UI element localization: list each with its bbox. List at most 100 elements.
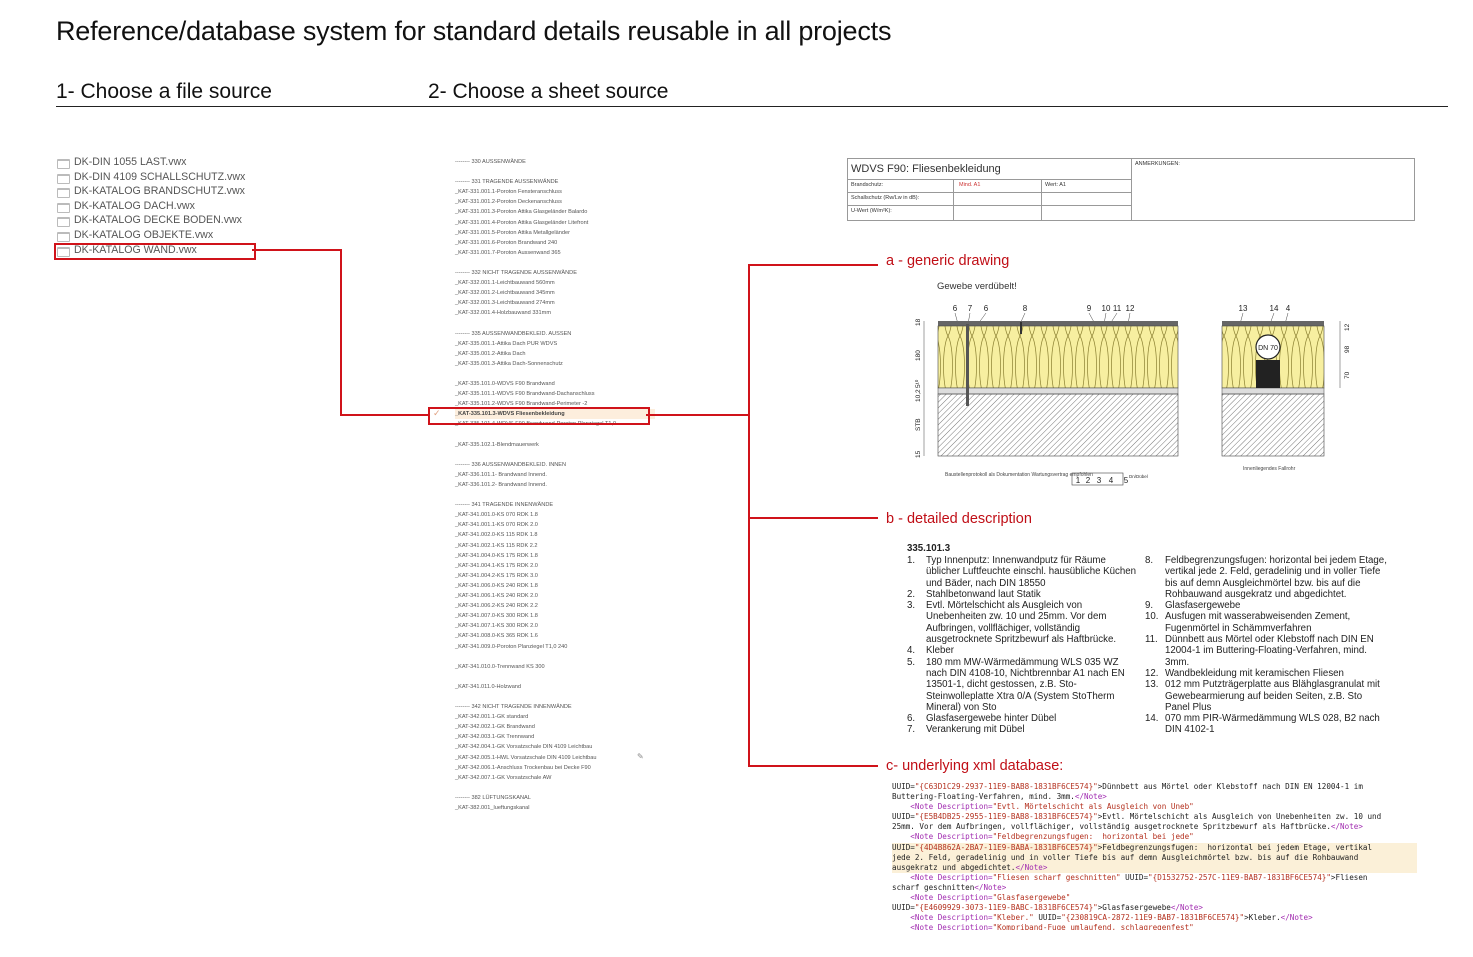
item-text: Feldbegrenzungsfugen: horizontal bei jed…	[1165, 555, 1387, 600]
sheet-item[interactable]: _KAT-341.011.0-Holzwand	[455, 683, 522, 690]
item-text: Typ Innenputz: Innenwandputz für Räume ü…	[926, 555, 1137, 589]
sheet-item[interactable]: _KAT-341.004.0-KS 175 RDK 1.8	[455, 552, 538, 559]
xml-token: >Glasfasergewebe	[1097, 903, 1171, 913]
sheet-item[interactable]: _KAT-332.001.2-Leichtbauwand 345mm	[455, 290, 555, 297]
sheet-item[interactable]: _KAT-341.007.1-KS 300 RDK 2.0	[455, 623, 538, 630]
sheet-item[interactable]: _KAT-341.001.1-KS 070 RDK 2.0	[455, 522, 538, 529]
xml-line: UUID="{C63D1C29-2937-11E9-BAB8-1831BF6CE…	[892, 782, 1417, 792]
sheet-item[interactable]: _KAT-342.006.1-Anschluss Trockenbau bei …	[455, 764, 591, 771]
file-item[interactable]: DK-KATALOG WAND.vwx	[57, 243, 287, 258]
sheet-item[interactable]: _KAT-341.007.0-KS 300 RDK 1.8	[455, 613, 538, 620]
sheet-group-header: -------- 342 NICHT TRAGENDE INNENWÄNDE	[455, 704, 572, 711]
label-xml-database: c- underlying xml database:	[886, 758, 1064, 774]
fire-protection-label: Brandschutz:	[848, 180, 954, 193]
file-name: DK-KATALOG WAND.vwx	[74, 243, 197, 256]
item-number: 6.	[907, 713, 916, 725]
sheet-item[interactable]: _KAT-342.003.1-GK Trennwand	[455, 734, 535, 741]
sheet-item[interactable]: _KAT-335.001.2-Attika Dach	[455, 350, 526, 357]
dimension-label: 15	[915, 450, 922, 458]
sheet-item[interactable]: _KAT-341.004.1-KS 175 RDK 2.0	[455, 562, 538, 569]
description-column: 8. Feldbegrenzungsfugen: horizontal bei j…	[1145, 555, 1387, 736]
sheet-item[interactable]: _KAT-342.007.1-GK Vorsatzschale AW	[455, 774, 552, 781]
callout-number: 6	[953, 304, 958, 313]
item-text: Kleber	[926, 645, 955, 657]
item-text: Dünnbett aus Mörtel oder Klebstoff nach …	[1165, 634, 1374, 668]
sheet-item[interactable]: _KAT-331.001.4-Poroton Attika Glasgeländ…	[455, 219, 589, 226]
xml-line: UUID="{4D4B862A-2BA7-11E9-BABA-1831BF6CE…	[892, 842, 1417, 853]
sheet-item[interactable]: _KAT-342.001.1-GK standard	[455, 714, 529, 721]
callout-number: 11	[1113, 304, 1122, 313]
sheet-item[interactable]: _KAT-336.101.1- Brandwand Innend.	[455, 471, 547, 478]
file-item[interactable]: DK-KATALOG OBJEKTE.vwx	[57, 228, 287, 243]
u-value-cell	[954, 206, 1042, 220]
sheet-item[interactable]: _KAT-335.102.1-Blendmauerwerk	[455, 441, 539, 448]
file-item[interactable]: DK-KATALOG BRANDSCHUTZ.vwx	[57, 184, 287, 199]
sheet-item[interactable]: _KAT-332.001.4-Holzbauwand 331mm	[455, 310, 551, 317]
sheet-item[interactable]: _KAT-331.001.5-Poroton Attika Metallgelä…	[455, 229, 570, 236]
sheet-item[interactable]: _KAT-342.002.1-GK Brandwand	[455, 724, 535, 731]
xml-token: jede 2. Feld, geradelinig und in voller …	[892, 852, 1359, 862]
xml-token: UUID=	[892, 903, 915, 913]
file-item[interactable]: DK-DIN 1055 LAST.vwx	[57, 155, 287, 170]
description-item: 13.012 mm Putzträgerplatte aus Blähglasg…	[1145, 679, 1387, 713]
sheet-group-header: -------- 335 AUSSENWANDBEKLEID. AUSSEN	[455, 330, 572, 337]
sheet-item[interactable]: _KAT-341.002.1-KS 115 RDK 2.2	[455, 542, 538, 549]
sheet-item[interactable]: _KAT-332.001.1-Leichtbauwand 560mm	[455, 280, 555, 287]
xml-token: <Note Description=	[910, 893, 993, 903]
folder-icon	[57, 202, 70, 213]
pipe-icon	[1255, 334, 1281, 360]
sheet-item[interactable]: _KAT-336.101.2- Brandwand Innend.	[455, 482, 547, 488]
sheet-item[interactable]: _KAT-331.001.1-Poroton Fensteranschluss	[455, 189, 562, 196]
sheet-item[interactable]: _KAT-341.001.0-KS 070 RDK 1.8	[455, 512, 538, 519]
xml-token: </Note>	[1330, 822, 1363, 832]
divider	[56, 106, 1448, 107]
sheet-item[interactable]: _KAT-341.002.0-KS 115 RDK 1.8	[455, 532, 538, 539]
file-name: DK-DIN 4109 SCHALLSCHUTZ.vwx	[74, 170, 246, 183]
xml-line: <Note Description="Evtl. Mörtelschicht a…	[892, 802, 1417, 812]
sheet-item[interactable]: _KAT-331.001.3-Poroton Attika Glasgeländ…	[455, 209, 588, 216]
file-name: DK-KATALOG DECKE BODEN.vwx	[74, 214, 242, 227]
description-item: 11. Dünnbett aus Mörtel oder Klebstoff na…	[1145, 634, 1387, 668]
sheet-item[interactable]: _KAT-335.101.0-WDVS F90 Brandwand	[455, 381, 555, 388]
file-item[interactable]: DK-KATALOG DACH.vwx	[57, 199, 287, 214]
xml-line: jede 2. Feld, geradelinig und in voller …	[892, 852, 1417, 863]
sheet-item[interactable]: _KAT-342.004.1-GK Vorsatzschale DIN 4109…	[455, 744, 593, 751]
sheet-item[interactable]: _KAT-332.001.3-Leichtbauwand 274mm	[455, 300, 555, 307]
selected-sheet-highlight	[428, 407, 650, 425]
sheet-item[interactable]: _KAT-335.001.3-Attika Dach-Sonnenschutz	[455, 360, 563, 367]
sheet-item[interactable]: _KAT-335.001.1-Attika Dach PUR WDVS	[455, 340, 558, 347]
sheet-item[interactable]: _KAT-341.006.1-KS 240 RDK 2.0	[455, 593, 538, 600]
sheet-item[interactable]: _KAT-331.001.2-Poroton Deckenanschluss	[455, 199, 562, 206]
sheet-item[interactable]: _KAT-341.010.0-Trennwand KS 300	[455, 663, 545, 670]
sheet-item[interactable]: _KAT-382.001_lueftungskanal	[455, 805, 530, 811]
file-item[interactable]: DK-DIN 4109 SCHALLSCHUTZ.vwx	[57, 170, 287, 185]
xml-line: <Note Description="Glasfasergewebe"	[892, 893, 1417, 903]
xml-line: scharf geschnitten</Note>	[892, 883, 1417, 893]
sheet-item[interactable]: _KAT-341.008.0-KS 365 RDK 1.6	[455, 633, 538, 640]
sheet-item[interactable]: _KAT-341.006.2-KS 240 RDK 2.2	[455, 603, 538, 610]
sheet-group-header: -------- 331 TRAGENDE AUSSENWÄNDE	[455, 179, 559, 186]
xml-token: >Feldbegrenzungsfugen: horizontal bei je…	[1097, 842, 1373, 852]
sheet-item[interactable]: _KAT-335.101.2-WDVS F90 Brandwand-Perime…	[455, 401, 588, 408]
sheet-item[interactable]: _KAT-331.001.7-Poroton Aussenwand 365	[455, 249, 561, 256]
sheet-item[interactable]: _KAT-331.001.6-Poroton Brandwand 240	[455, 239, 558, 246]
callout-number: 8	[1023, 304, 1028, 313]
sound-protection-label: Schallschutz (Rw/Lw in dB):	[848, 193, 954, 206]
item-number: 11.	[1145, 634, 1158, 646]
sheet-item[interactable]: _KAT-335.101.3-WDVS Fliesenbekleidung	[455, 409, 655, 420]
sheet-item[interactable]: _KAT-335.101.1-WDVS F90 Brandwand-Dachan…	[455, 391, 595, 398]
title-block-title: WDVS F90: Fliesenbekleidung	[848, 159, 1132, 180]
sheet-item[interactable]: _KAT-341.006.0-KS 240 RDK 1.8	[455, 582, 538, 589]
xml-token: </Note>	[1170, 903, 1203, 913]
sheet-item[interactable]: _KAT-341.009.0-Poroton Planziegel T1,0 2…	[455, 643, 568, 650]
file-item[interactable]: DK-KATALOG DECKE BODEN.vwx	[57, 213, 287, 228]
xml-token: 25mm. Vor dem Aufbringen, vollflächiger,…	[892, 822, 1331, 832]
xml-token: <Note Description=	[910, 923, 993, 930]
sheet-item[interactable]: _KAT-342.005.1-HWL Vorsatzschale DIN 410…	[455, 754, 597, 761]
sheet-item[interactable]: _KAT-341.004.2-KS 175 RDK 3.0	[455, 572, 538, 579]
dimension-label: 5¹⁰	[914, 379, 922, 388]
title-block-remarks: ANMERKUNGEN:	[1135, 161, 1180, 167]
list-spacer	[455, 369, 655, 379]
item-text: Wandbekleidung mit keramischen Fliesen	[1165, 667, 1344, 679]
item-number: 8.	[1145, 555, 1154, 566]
